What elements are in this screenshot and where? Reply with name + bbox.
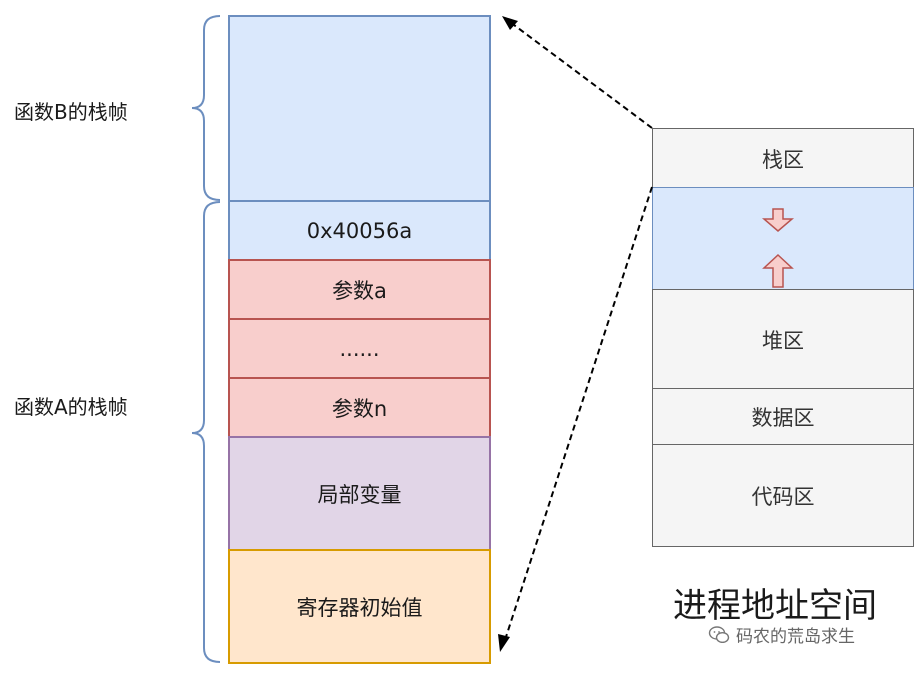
- stack-region-text: 栈区: [762, 147, 804, 172]
- local-vars-block: 局部变量: [228, 436, 491, 551]
- return-address-text: 0x40056a: [306, 218, 413, 243]
- address-space-title: 进程地址空间: [673, 586, 877, 626]
- saved-registers-text: 寄存器初始值: [296, 595, 423, 620]
- data-region-text: 数据区: [751, 406, 815, 430]
- heap-region-text: 堆区: [762, 328, 804, 353]
- heap-region-block: 堆区: [652, 289, 914, 390]
- mapping-arrowhead-bottom: [498, 634, 510, 652]
- code-region-text: 代码区: [751, 484, 815, 509]
- stack-grow-down-icon: [761, 208, 795, 232]
- wechat-icon: [708, 625, 730, 643]
- watermark-text: 码农的荒岛求生: [736, 627, 855, 647]
- saved-registers-block: 寄存器初始值: [228, 549, 491, 664]
- heap-grow-up-icon: [762, 253, 794, 288]
- return-address-block: 0x40056a: [228, 200, 491, 261]
- frame-a-brace: [191, 201, 221, 663]
- stack-region-block: 栈区: [652, 128, 914, 189]
- frame-b-label: 函数B的栈帧: [14, 100, 128, 124]
- param-n-text: 参数n: [331, 396, 388, 421]
- ellipsis-text: ......: [339, 336, 380, 361]
- local-vars-text: 局部变量: [317, 482, 402, 507]
- frame-a-label: 函数A的栈帧: [14, 395, 128, 419]
- code-region-block: 代码区: [652, 444, 914, 547]
- mapping-arrowhead-top: [502, 16, 518, 30]
- mapping-arrow-bottom: [504, 186, 653, 641]
- frame-b-brace: [191, 15, 221, 201]
- watermark: 码农的荒岛求生: [708, 622, 855, 647]
- mapping-arrow-top: [509, 21, 653, 129]
- frame-b-block: [228, 15, 491, 202]
- param-a-text: 参数a: [332, 278, 387, 303]
- param-a-block: 参数a: [228, 259, 491, 320]
